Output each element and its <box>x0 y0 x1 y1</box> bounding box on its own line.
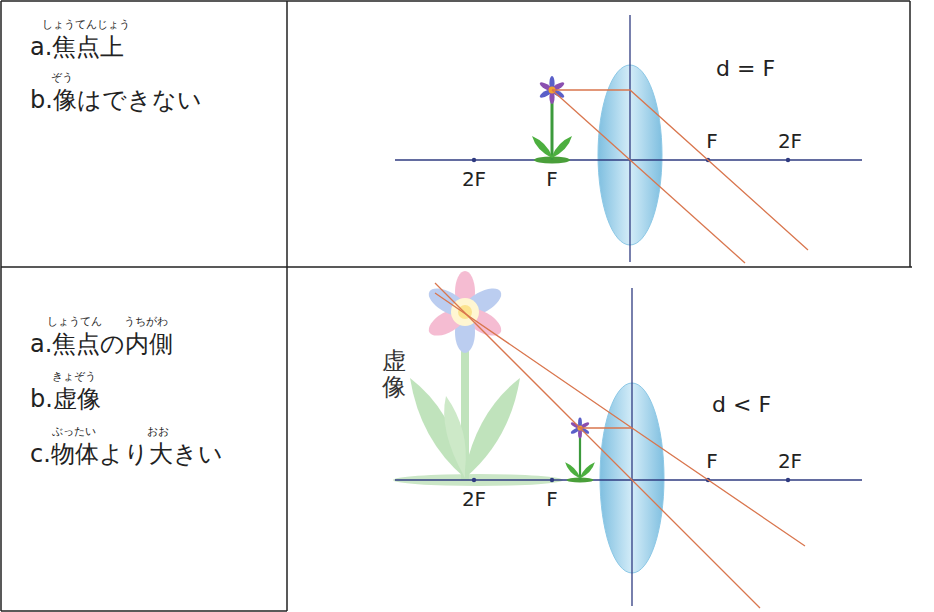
object-flower <box>532 76 572 164</box>
table-line <box>286 1 288 611</box>
furigana: ぞう <box>51 72 73 85</box>
tick-dot <box>786 478 790 482</box>
refracted-ray <box>435 293 805 546</box>
tick-dot <box>472 158 476 162</box>
table-line <box>909 1 911 267</box>
optical-axis <box>395 479 862 480</box>
leaf <box>532 136 552 158</box>
leaf <box>465 378 520 478</box>
tick-dot <box>550 478 554 482</box>
flower-glow <box>451 298 479 326</box>
table-line <box>0 1 2 611</box>
virtual-image-label: 虚像 <box>382 348 406 401</box>
row-answer: c.物体より大きい <box>30 441 223 469</box>
virtual-image-flower <box>393 271 563 486</box>
furigana: おお <box>147 426 169 439</box>
parallel-ray <box>580 427 632 428</box>
row-answer: b.像はできない <box>30 87 202 115</box>
row-answer: a.焦点の内側 <box>30 331 173 359</box>
center-ray <box>435 283 760 608</box>
table-grid <box>1 1 912 611</box>
lens-plane <box>629 15 630 262</box>
leaf <box>444 396 466 478</box>
lens-plane <box>631 288 632 606</box>
leaf <box>565 462 580 478</box>
leaf <box>410 378 465 478</box>
double-focal-label: 2F <box>462 168 486 191</box>
parallel-ray <box>552 90 808 250</box>
light-rays <box>435 283 805 608</box>
distance-condition: d = F <box>716 56 775 81</box>
center-ray <box>552 90 745 263</box>
focal-point-label: F <box>546 488 558 511</box>
focal-point-label: F <box>706 130 718 153</box>
tick-dot <box>472 478 476 482</box>
tick-dot <box>786 158 790 162</box>
furigana: きょぞう <box>52 371 96 384</box>
double-focal-label: 2F <box>778 130 802 153</box>
table-line <box>1 610 287 612</box>
focal-point-label: F <box>546 168 558 191</box>
row-answer: b.虚像 <box>30 386 101 414</box>
furigana: ぶったい <box>52 426 96 439</box>
table-line <box>1 0 910 2</box>
distance-condition: d < F <box>712 392 771 417</box>
furigana: しょうてん <box>47 316 102 329</box>
focal-point-label: F <box>706 450 718 473</box>
table-line <box>1 266 912 268</box>
light-rays <box>552 90 808 263</box>
furigana: しょうてんじょう <box>42 19 130 32</box>
leaf <box>580 462 595 478</box>
double-focal-label: 2F <box>462 488 486 511</box>
double-focal-label: 2F <box>778 450 802 473</box>
row-answer: a.焦点上 <box>30 34 124 62</box>
furigana: うちがわ <box>124 316 168 329</box>
leaf <box>552 136 572 158</box>
optical-axis <box>395 159 862 160</box>
